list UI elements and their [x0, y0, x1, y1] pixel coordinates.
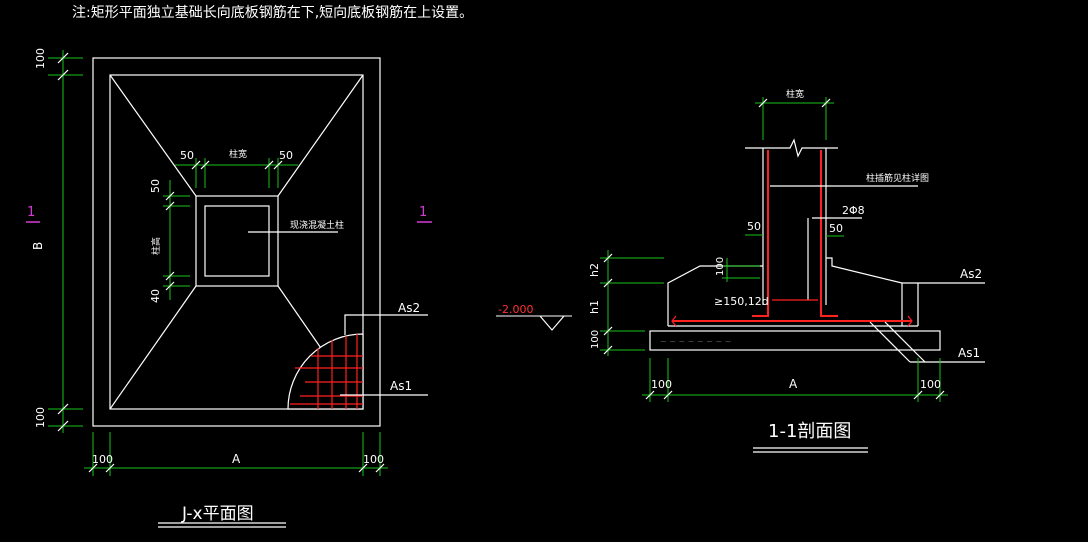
- section-col-rebar-note: 柱插筋见柱详图: [866, 172, 929, 184]
- header-note: 注:矩形平面独立基础长向底板钢筋在下,短向底板钢筋在上设置。: [72, 4, 473, 21]
- plan-diagonal-tr: [277, 74, 364, 197]
- plan-rebar-detail: [287, 333, 364, 410]
- plan-dim-horizontal: [84, 432, 388, 476]
- plan-dim-A: A: [232, 452, 241, 466]
- section-dim-A: A: [789, 377, 798, 391]
- section-as1-leader-2: [884, 321, 926, 363]
- section-h2: h2: [588, 263, 601, 277]
- section-cover-100: 100: [715, 257, 726, 276]
- plan-col-top-50: 50: [149, 179, 162, 193]
- section-anchor-label: ≥150,12d: [714, 295, 769, 308]
- plan-dim-vertical: [48, 50, 83, 433]
- plan-column: [204, 205, 270, 277]
- section-title: 1-1剖面图: [768, 421, 851, 442]
- plan-section-mark-right: 1: [419, 205, 427, 220]
- plan-view: As2 As1 现浇混凝土柱 100 100 B 1 1: [26, 48, 432, 528]
- plan-dim-bottom-100: 100: [34, 407, 47, 428]
- section-elevation: -2.000: [498, 303, 533, 316]
- plan-as1-label: As1: [390, 379, 412, 393]
- section-rebar-end-left: [671, 315, 677, 327]
- section-slab-hatch-note: ~ ~ ~ ~ ~ ~ ~ ~: [660, 337, 731, 346]
- plan-col-width-label: 柱宽: [229, 148, 247, 160]
- section-dim-horizontal: [642, 358, 948, 402]
- section-stirrup-label: 2Φ8: [842, 204, 865, 217]
- plan-as2-label: As2: [398, 301, 420, 315]
- section-dim-col-width: [755, 97, 834, 140]
- plan-inner-outline: [109, 74, 364, 410]
- section-as1-leader-1: [869, 321, 911, 363]
- section-view: 柱宽 柱插筋见柱详图 2Φ8 50 50 As2 100 ≥150,1: [496, 88, 985, 453]
- plan-diagonal-bl: [109, 285, 197, 410]
- plan-col-height-label: 柱高: [150, 237, 162, 255]
- section-base-slab: [649, 330, 941, 351]
- section-dim-A-right: 100: [920, 378, 941, 391]
- section-as1-label: As1: [958, 346, 980, 360]
- section-column-break: [745, 138, 838, 158]
- section-base-100: 100: [590, 330, 601, 349]
- section-slope-right: [826, 257, 903, 326]
- section-col-width-label: 柱宽: [786, 88, 804, 100]
- plan-dim-A-right: 100: [363, 453, 384, 466]
- plan-pedestal: [195, 195, 279, 287]
- plan-col-left-50: 50: [180, 149, 194, 162]
- section-slope-step-right: [902, 282, 919, 326]
- plan-dim-col-height: [163, 180, 190, 300]
- section-as2-label: As2: [960, 267, 982, 281]
- section-col-rebar-right: [820, 150, 838, 317]
- section-elevation-triangle: [539, 315, 565, 331]
- plan-dim-col-width: [175, 158, 298, 188]
- plan-outer-outline: [92, 57, 381, 427]
- plan-dim-A-left: 100: [92, 453, 113, 466]
- plan-title: J-x平面图: [181, 504, 254, 524]
- section-col-rebar-left: [752, 150, 769, 317]
- section-rebar-end-right: [907, 315, 913, 327]
- plan-column-label: 现浇混凝土柱: [290, 219, 344, 231]
- plan-section-mark-left: 1: [27, 205, 35, 220]
- section-dim-vertical: [600, 250, 664, 356]
- plan-dim-B: B: [31, 242, 45, 250]
- plan-col-bottom-40: 40: [149, 289, 162, 303]
- section-h1: h1: [588, 300, 601, 314]
- plan-col-right-50: 50: [279, 149, 293, 162]
- section-dim-A-left: 100: [651, 378, 672, 391]
- plan-diagonal-tl: [109, 74, 197, 197]
- section-left-50: 50: [747, 220, 761, 233]
- plan-as2-leader: [344, 314, 428, 335]
- section-right-50: 50: [829, 222, 843, 235]
- plan-dim-top-100: 100: [34, 48, 47, 69]
